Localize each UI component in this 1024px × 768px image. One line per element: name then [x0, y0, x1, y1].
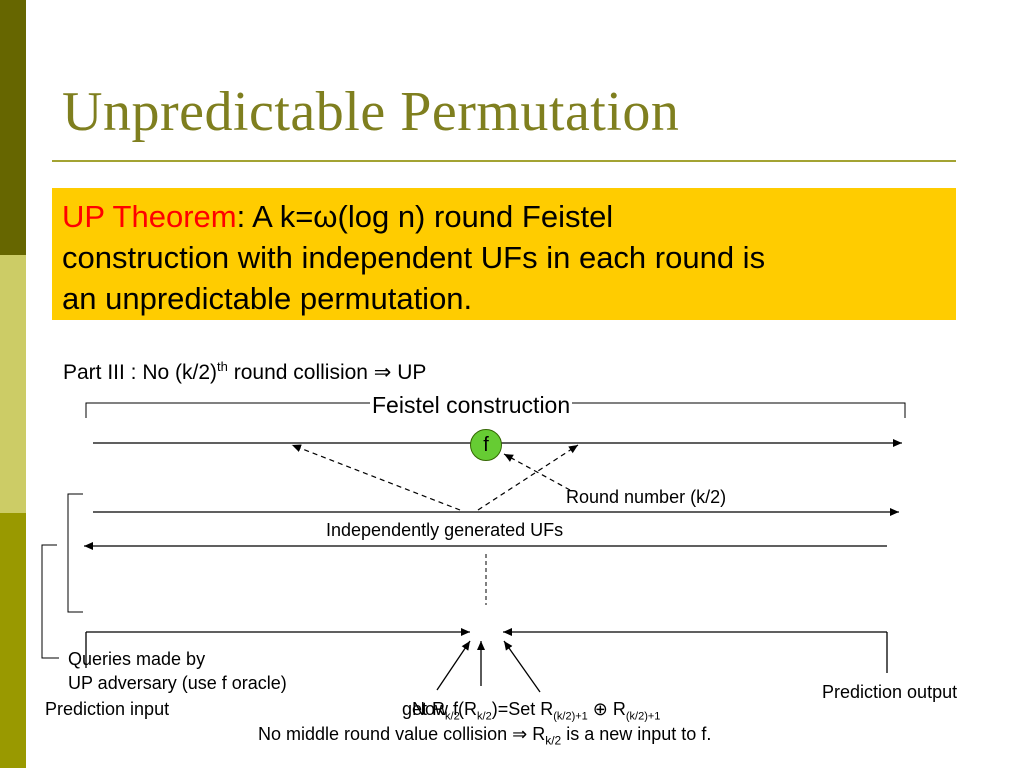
overlap-text-3-sub: (k/2)+1: [553, 710, 588, 723]
theorem-line2: construction with independent UFs in eac…: [62, 240, 766, 275]
center-arrow-right: [503, 640, 541, 693]
overlap-text-1-sub: k/2: [445, 710, 460, 723]
part-heading: Part III : No (k/2)th round collision ⇒ …: [63, 359, 426, 385]
round-number-label: Round number (k/2): [566, 487, 727, 507]
uf-dashed-left: [291, 444, 461, 511]
overlap-text-2: Now f(R: [412, 699, 478, 719]
sidebar-decoration: [0, 0, 26, 768]
overlap-text-1: get R: [402, 699, 446, 719]
slide-title: Unpredictable Permutation: [62, 81, 680, 143]
bottom-sub: k/2: [545, 733, 562, 748]
sidebar-segment-light: [0, 255, 26, 513]
theorem-line3: an unpredictable permutation.: [62, 281, 473, 316]
queries-line1: Queries made by: [68, 649, 206, 669]
sidebar-segment-dark: [0, 0, 26, 255]
f-function-node: f: [470, 429, 502, 461]
overlap-get-rk2: get Rk/2: [402, 699, 460, 723]
overlap-text-3: )=Set R: [491, 699, 554, 719]
f-label: f: [483, 433, 489, 456]
overlap-text-4: ⊕ R: [587, 699, 626, 719]
theorem-label: UP Theorem: [62, 199, 237, 234]
bottom-conclusion: No middle round value collision ⇒ Rk/2 i…: [258, 724, 711, 748]
part-prefix: Part III : No (k/2): [63, 361, 218, 384]
part-suffix: round collision ⇒ UP: [227, 361, 427, 384]
overlap-text-4-sub: (k/2)+1: [625, 710, 661, 723]
theorem-box: UP Theorem: A k=ω(log n) round Feistel c…: [52, 188, 956, 320]
ufs-label: Independently generated UFs: [326, 520, 564, 540]
uf-dashed-right: [477, 444, 579, 511]
prediction-output-label: Prediction output: [822, 682, 958, 702]
queries-bracket: [67, 493, 83, 613]
overlap-text-2-sub: k/2: [477, 710, 492, 723]
round-dashed-to-f: [503, 453, 571, 491]
theorem-line1: : A k=ω(log n) round Feistel: [236, 199, 614, 234]
sidebar-segment-medium: [0, 513, 26, 768]
title-divider: [52, 160, 956, 162]
queries-connector: [41, 544, 59, 659]
queries-line2: UP adversary (use f oracle): [68, 673, 287, 693]
bottom-suffix: is a new input to f.: [561, 724, 712, 744]
feistel-construction-label: Feistel construction: [370, 392, 573, 419]
prediction-input-label: Prediction input: [45, 699, 170, 719]
part-sup: th: [217, 359, 228, 374]
overlap-now-f: Now f(Rk/2)=Set R(k/2)+1 ⊕ R(k/2)+1: [412, 699, 660, 723]
center-arrow-left: [436, 640, 471, 691]
bottom-prefix: No middle round value collision ⇒ R: [258, 724, 546, 744]
